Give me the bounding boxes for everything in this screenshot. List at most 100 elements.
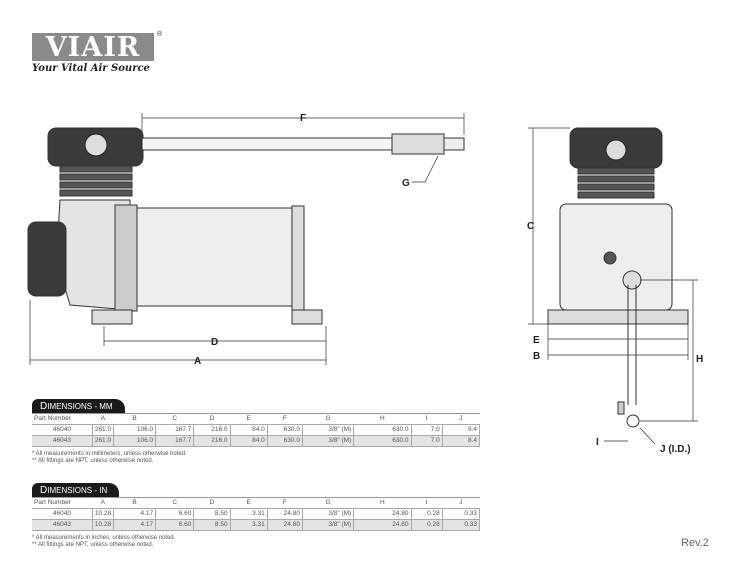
cell: 4.17: [113, 508, 157, 520]
cell: 630.0: [353, 435, 412, 447]
cell: 106.0: [113, 424, 157, 436]
air-filter: [27, 221, 67, 297]
hose-fitting: [391, 133, 445, 155]
col-header: C: [155, 414, 194, 425]
table-row: 46043 10.28 4.17 6.60 8.50 3.31 24.80 3/…: [32, 519, 481, 531]
col-header: C: [155, 498, 194, 509]
cell: 630.0: [267, 435, 303, 447]
head-port: [84, 133, 108, 157]
logo-tagline: Your Vital Air Source: [32, 63, 150, 74]
cell: 10.28: [92, 508, 114, 520]
dimensions-mm-table: DIMENSIONS - MM Part Number A B C D E F …: [32, 396, 481, 465]
col-header: J: [442, 498, 480, 509]
cell: 8.4: [442, 424, 481, 436]
cooling-fins: [59, 165, 133, 197]
title-initial: D: [40, 401, 48, 412]
col-header: F: [267, 498, 303, 509]
cell: 46040: [32, 424, 93, 436]
header-row: Part Number A B C D E F G H I J: [32, 498, 480, 509]
cell: 84.0: [230, 435, 268, 447]
cell: 4.17: [113, 519, 157, 531]
cell: 0.33: [442, 519, 481, 531]
cell: 106.0: [113, 435, 157, 447]
cell: 3/8" (M): [302, 424, 355, 436]
cell: 24.80: [267, 519, 303, 531]
cell: 261.0: [92, 424, 114, 436]
mount-foot-right: [291, 309, 323, 325]
col-header: F: [267, 414, 303, 425]
cell: 0.28: [411, 519, 443, 531]
table-notes: * All measurements in millimeters, unles…: [32, 451, 480, 465]
cell: 3.31: [230, 508, 268, 520]
col-header: B: [113, 414, 156, 425]
cell: 46040: [32, 508, 93, 520]
leader-hose: [141, 137, 393, 151]
front-mount: [547, 309, 689, 325]
cell: 261.0: [92, 435, 114, 447]
dim-label-i: I: [596, 437, 599, 448]
side-view-compressor: [27, 127, 465, 325]
cell: 6.60: [155, 508, 195, 520]
col-header: H: [353, 498, 412, 509]
cell: 0.28: [411, 508, 443, 520]
col-header: J: [442, 414, 480, 425]
dimensions-in-table: DIMENSIONS - IN Part Number A B C D E F …: [32, 480, 481, 549]
cell: 46043: [32, 519, 93, 531]
cell: 8.50: [193, 508, 231, 520]
table-row: 46043 261.0 106.0 167.7 216.0 84.0 630.0…: [32, 435, 481, 447]
cell: 8.4: [442, 435, 481, 447]
cell: 630.0: [267, 424, 303, 436]
cell: 0.33: [442, 508, 481, 520]
dimension-lines-side: [29, 113, 465, 365]
viair-logo: VIAIR ® Your Vital Air Source: [32, 31, 162, 78]
col-header: I: [411, 498, 443, 509]
motor-endcap: [291, 205, 305, 311]
cell: 10.28: [92, 519, 114, 531]
cell: 6.60: [155, 519, 195, 531]
col-header: H: [353, 414, 412, 425]
note: * All measurements in inches, unless oth…: [32, 535, 176, 541]
col-header: A: [92, 414, 114, 425]
cell: 3/8" (M): [302, 508, 355, 520]
motor-body: [129, 207, 301, 307]
cell: 216.0: [193, 424, 231, 436]
dim-label-e: E: [533, 335, 540, 346]
cell: 7.0: [411, 424, 443, 436]
dim-label-j: J (I.D.): [660, 444, 691, 455]
logo-box: [32, 33, 154, 61]
hose-thread: [443, 137, 465, 151]
cell: 216.0: [193, 435, 231, 447]
cell: 84.0: [230, 424, 268, 436]
dim-label-c: C: [527, 221, 534, 232]
cell: 46043: [32, 435, 93, 447]
dim-j-leader: [639, 427, 656, 445]
col-header: A: [92, 498, 114, 509]
cell: 7.0: [411, 435, 443, 447]
revision-label: Rev.2: [681, 537, 709, 549]
cell: 8.50: [193, 519, 231, 531]
cell: 3.31: [230, 519, 268, 531]
front-view-compressor: [547, 127, 689, 428]
dim-label-a: A: [194, 356, 201, 367]
col-header: Part Number: [32, 414, 93, 425]
dim-label-g: G: [402, 178, 410, 189]
cell: 24.80: [353, 508, 412, 520]
title-initial: D: [40, 485, 48, 496]
dim-label-h: H: [696, 354, 703, 365]
title-rest: IMENSIONS - IN: [47, 486, 108, 495]
col-header: D: [193, 498, 231, 509]
cell: 167.7: [155, 435, 195, 447]
dim-label-d: D: [211, 337, 218, 348]
col-header: Part Number: [32, 498, 93, 509]
col-header: D: [193, 414, 231, 425]
logo-wordmark: VIAIR: [45, 32, 141, 63]
cell: 3/8" (M): [302, 519, 355, 531]
col-header: G: [302, 498, 354, 509]
dim-g-leader: [412, 155, 439, 183]
cell: 630.0: [353, 424, 412, 436]
header-row: Part Number A B C D E F G H I J: [32, 414, 480, 425]
mount-foot-left: [91, 309, 133, 325]
ring-terminal: [626, 414, 640, 428]
col-header: I: [411, 414, 443, 425]
dim-label-b: B: [533, 351, 540, 362]
